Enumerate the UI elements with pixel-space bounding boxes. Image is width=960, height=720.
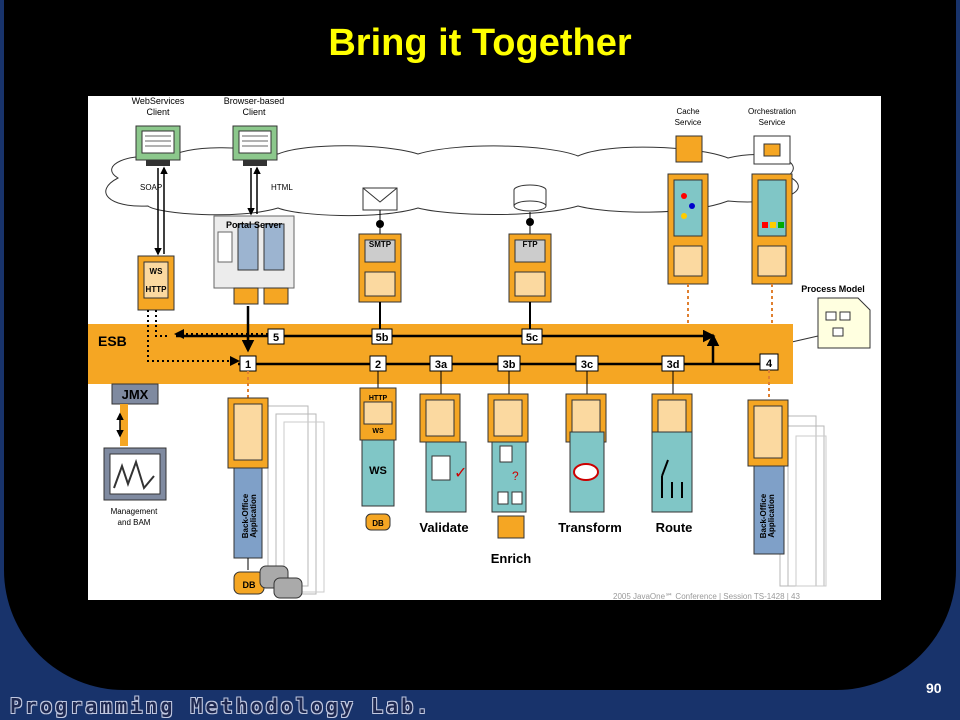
page-number: 90	[926, 680, 942, 696]
management-label-1: Management	[111, 507, 158, 516]
back-office-left-label-2: Application	[249, 494, 258, 538]
transform-label: Transform	[558, 520, 622, 535]
cache-service-label-2: Service	[675, 118, 702, 127]
route-service	[651, 393, 693, 513]
transform-service	[565, 393, 607, 513]
orchestration-service-label-2: Service	[759, 118, 786, 127]
http-ws-service	[359, 387, 397, 531]
bus-step-3c: 3c	[575, 355, 599, 372]
ws-http-adapter-http: HTTP	[146, 285, 168, 294]
cache-service	[667, 135, 709, 285]
orchestration-service-label-1: Orchestration	[748, 107, 796, 116]
svg-text:5c: 5c	[526, 332, 538, 344]
top-step-5b: 5b	[371, 328, 393, 345]
ws-http-adapter-ws: WS	[150, 267, 164, 276]
portal-server	[213, 215, 295, 305]
process-model-label: Process Model	[801, 284, 865, 294]
footer-lab-name: Programming Methodology Lab.	[10, 694, 432, 718]
svg-text:2: 2	[375, 359, 381, 371]
svg-text:4: 4	[766, 358, 773, 370]
top-step-5: 5	[267, 328, 285, 345]
svg-text:3b: 3b	[503, 359, 516, 371]
copyright-text: 2005 JavaOne℠ Conference | Session TS-14…	[613, 592, 800, 600]
enrich-service: ?	[487, 393, 529, 539]
http-label: HTTP	[369, 395, 388, 402]
webservices-client-label-1: WebServices	[132, 96, 185, 106]
jmx-box	[111, 383, 159, 405]
process-model-document	[817, 297, 871, 349]
cache-service-label-1: Cache	[676, 107, 700, 116]
back-office-right	[747, 399, 789, 555]
route-label: Route	[656, 520, 693, 535]
slide-title: Bring it Together	[328, 22, 632, 64]
back-office-left	[227, 397, 269, 559]
browser-client-icon	[232, 125, 278, 166]
bus-step-4: 4	[759, 353, 779, 371]
svg-text:1: 1	[245, 359, 251, 371]
svg-text:3d: 3d	[667, 359, 680, 371]
architecture-diagram: WebServices Client Browser-based Client …	[88, 96, 881, 601]
bus-step-3b: 3b	[497, 355, 521, 372]
top-step-5c: 5c	[521, 328, 543, 345]
svg-text:✓: ✓	[454, 465, 467, 482]
bus-step-2: 2	[369, 355, 387, 372]
back-office-left-label: Back-Office	[241, 493, 250, 538]
smtp-label: SMTP	[369, 240, 392, 249]
svg-text:?: ?	[512, 469, 519, 483]
svg-text:5b: 5b	[376, 332, 389, 344]
smtp-adapter	[358, 233, 402, 303]
validate-label: Validate	[419, 520, 468, 535]
bus-step-3d: 3d	[661, 355, 685, 372]
ghost-stack-right	[779, 415, 827, 587]
browser-client-label-2: Client	[242, 107, 266, 117]
browser-client-label-1: Browser-based	[224, 96, 285, 106]
portal-server-label: Portal Server	[226, 220, 283, 230]
svg-text:3c: 3c	[581, 359, 593, 371]
svg-text:3a: 3a	[435, 359, 448, 371]
management-console	[103, 447, 167, 501]
svg-text:5: 5	[273, 332, 279, 344]
webservices-client-label-2: Client	[146, 107, 170, 117]
bus-step-3a: 3a	[429, 355, 453, 372]
ftp-label: FTP	[522, 240, 538, 249]
ws-service-label: WS	[369, 465, 387, 477]
jmx-label: JMX	[122, 387, 149, 402]
back-office-right-label-2: Application	[767, 494, 776, 538]
validate-service: ✓	[419, 393, 467, 513]
db-left	[233, 565, 303, 599]
enrich-label: Enrich	[491, 551, 532, 566]
orchestration-service	[751, 135, 793, 285]
envelope-icon	[362, 187, 398, 211]
bus-step-1: 1	[239, 355, 257, 372]
ws-http-adapter	[137, 255, 175, 311]
soap-label: SOAP	[140, 183, 162, 192]
ws-small-label: WS	[372, 428, 384, 435]
esb-label: ESB	[98, 333, 127, 349]
ws-db-label: DB	[372, 519, 384, 528]
html-label: HTML	[271, 183, 293, 192]
db-left-label: DB	[243, 580, 256, 590]
management-label-2: and BAM	[118, 518, 151, 527]
back-office-right-label: Back-Office	[759, 493, 768, 538]
webservices-client-icon	[135, 125, 181, 166]
ftp-db-icon	[513, 184, 547, 212]
